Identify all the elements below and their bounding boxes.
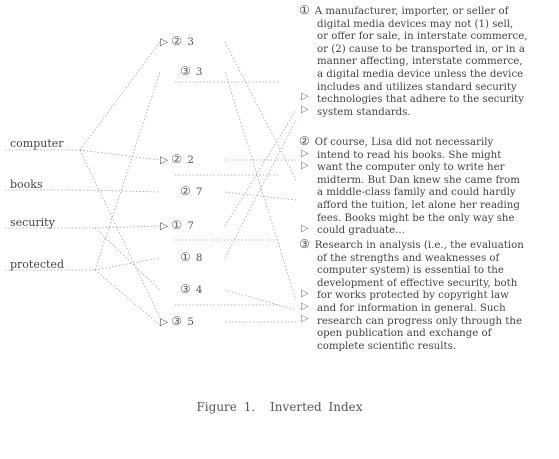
document-line: includes and utilizes standard security xyxy=(317,81,517,93)
edge-p1-doc2 xyxy=(224,41,297,181)
edge-books-p4 xyxy=(79,189,161,193)
edge-protected-p2 xyxy=(94,71,161,271)
document-line: system standards. xyxy=(317,106,411,118)
posting-position: 8 xyxy=(195,252,203,264)
posting-doc: ③ xyxy=(171,314,183,328)
document-line: or offer for sale, in interstate commerc… xyxy=(317,31,528,43)
posting-doc: ② xyxy=(180,184,191,198)
document-text: Research in analysis (i.e., the evaluati… xyxy=(314,240,524,251)
document-line: a digital media device unless the device xyxy=(317,68,524,80)
edge-p2-doc3 xyxy=(224,71,297,301)
posting-doc: ② xyxy=(171,34,183,48)
edge-computer-p8 xyxy=(79,149,161,319)
posting-position: 3 xyxy=(195,66,203,78)
document-line: and for information in general. Such xyxy=(317,302,506,314)
edge-security-p5 xyxy=(94,225,161,229)
posting-doc: ③ xyxy=(180,282,191,296)
document-line: research can progress only through the xyxy=(317,315,522,327)
term-protected: protected xyxy=(10,258,64,271)
document-3: ③ Research in analysis (i.e., the evaluat… xyxy=(299,238,549,353)
document-line: open publication and exchange of xyxy=(317,328,492,340)
figure-caption: Figure 1. Inverted Index xyxy=(0,400,559,414)
pointer-arrow-icon: ▷ xyxy=(160,316,172,328)
document-line: complete scientific results. xyxy=(317,340,457,352)
document-number: ② xyxy=(299,135,310,148)
pointer-arrow-icon: ▷ xyxy=(301,160,309,171)
document-line: digital media devices may not (1) sell, xyxy=(317,18,514,30)
edge-protected-p6 xyxy=(94,257,161,271)
document-text: A manufacturer, importer, or seller of xyxy=(314,6,509,17)
posting-doc: ② xyxy=(171,152,183,166)
posting-position: 7 xyxy=(195,186,203,198)
pointer-arrow-icon: ▷ xyxy=(301,104,309,115)
term-computer: computer xyxy=(10,137,64,150)
document-text: Of course, Lisa did not necessarily xyxy=(314,137,494,148)
document-line: ② Of course, Lisa did not necessarily xyxy=(299,135,549,150)
posting-position: 3 xyxy=(187,36,194,48)
edge-security-p7 xyxy=(94,227,161,291)
document-2: ② Of course, Lisa did not necessarily int… xyxy=(299,135,549,238)
document-line: a middle-class family and could hardly xyxy=(317,187,516,199)
document-line: midterm. But Dan knew she came from xyxy=(317,174,520,186)
posting-doc: ③ xyxy=(180,64,191,78)
document-line: or (2) cause to be transported in, or in… xyxy=(317,43,525,55)
document-line: development of effective security, both xyxy=(317,277,518,289)
posting-position: 2 xyxy=(187,154,194,166)
document-line: could graduate... xyxy=(317,225,405,237)
document-line: ③ Research in analysis (i.e., the evaluat… xyxy=(299,238,549,253)
document-number: ① xyxy=(299,4,310,17)
document-line: of the strengths and weaknesses of xyxy=(317,252,500,264)
edge-protected-p8 xyxy=(94,269,161,326)
posting-position: 4 xyxy=(195,284,203,296)
posting-doc: ① xyxy=(171,218,183,232)
document-line: computer system) is essential to the xyxy=(317,265,504,277)
figure-caption-title: Inverted Index xyxy=(269,400,363,414)
pointer-arrow-icon: ▷ xyxy=(301,301,309,312)
pointer-arrow-icon: ▷ xyxy=(301,91,309,102)
pointer-arrow-icon: ▷ xyxy=(301,288,309,299)
document-line: afford the tuition, let alone her readin… xyxy=(317,199,520,211)
edge-p7-doc3 xyxy=(224,289,297,311)
edge-computer-p3 xyxy=(79,149,161,161)
pointer-arrow-icon: ▷ xyxy=(301,313,309,324)
edge-p5-doc1 xyxy=(224,109,297,227)
term-security: security xyxy=(10,216,55,229)
pointer-arrow-icon: ▷ xyxy=(160,220,172,232)
edge-p4-doc2 xyxy=(224,191,297,201)
document-line: technologies that adhere to the security xyxy=(317,94,525,106)
posting-position: 7 xyxy=(187,220,194,232)
term-books: books xyxy=(10,178,43,191)
document-number: ③ xyxy=(299,238,310,251)
document-line: ① A manufacturer, importer, or seller of xyxy=(299,4,549,19)
pointer-arrow-icon: ▷ xyxy=(160,36,172,48)
posting-doc: ① xyxy=(180,250,191,264)
document-line: want the computer only to write her xyxy=(317,162,505,174)
pointer-arrow-icon: ▷ xyxy=(301,148,309,159)
document-line: manner affecting, interstate commerce, xyxy=(317,56,523,68)
document-line: intend to read his books. She might xyxy=(317,149,502,161)
pointer-arrow-icon: ▷ xyxy=(160,154,172,166)
edge-p6-doc1 xyxy=(224,119,297,259)
posting-position: 5 xyxy=(187,316,194,328)
pointer-arrow-icon: ▷ xyxy=(301,223,309,234)
figure-caption-label: Figure 1. xyxy=(196,400,256,414)
document-line: fees. Books might be the only way she xyxy=(317,212,515,224)
document-line: for works protected by copyright law xyxy=(317,290,509,302)
edge-computer-p1 xyxy=(79,41,161,151)
